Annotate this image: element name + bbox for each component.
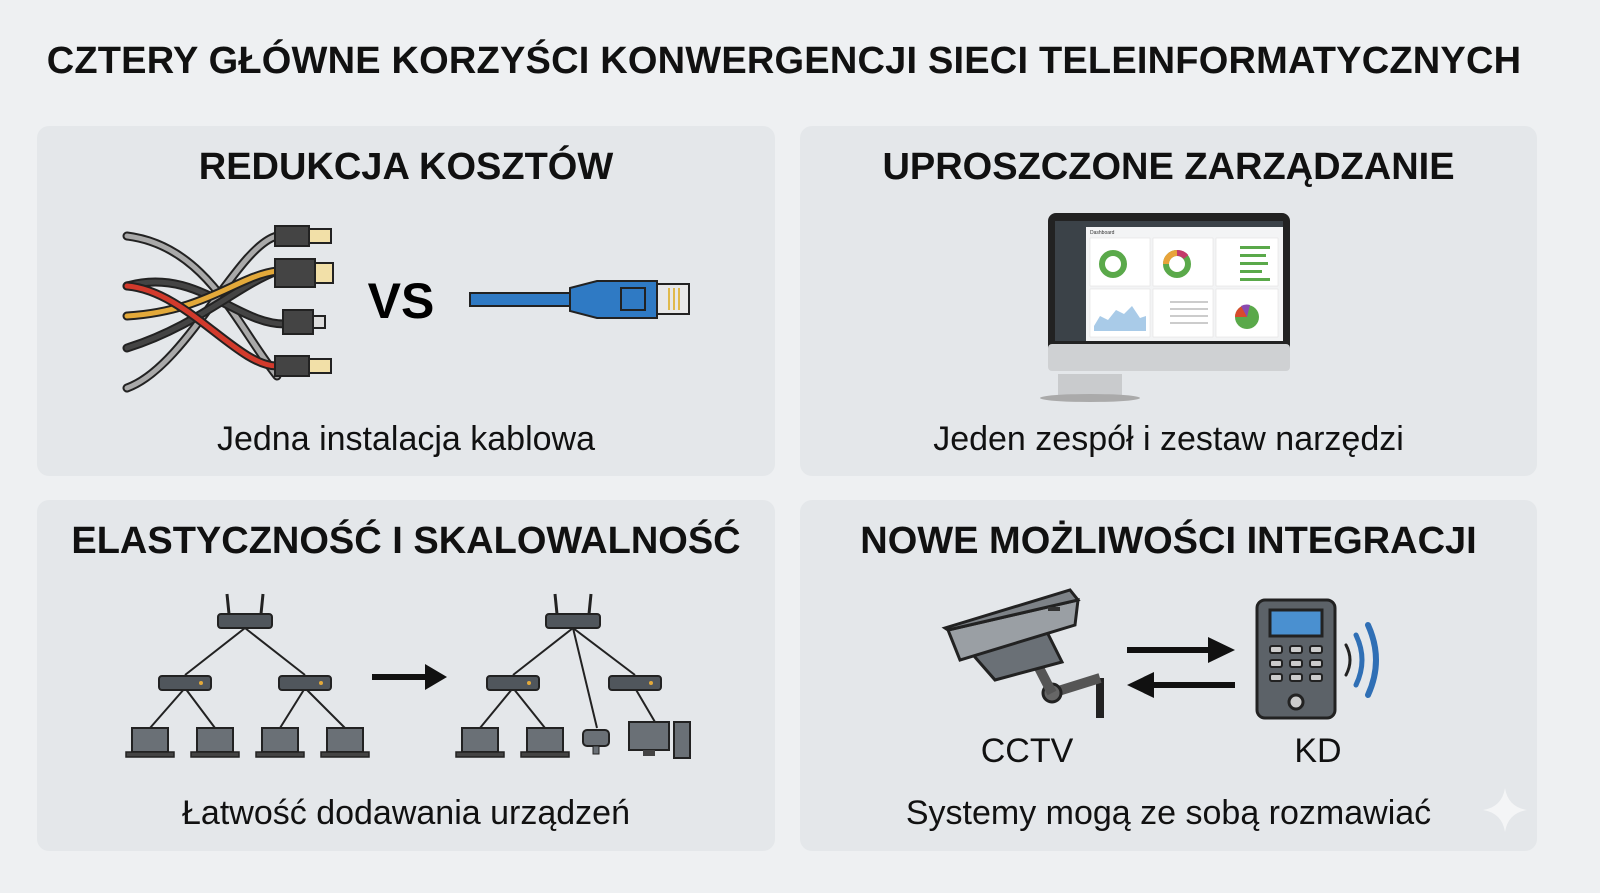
integration-illustration bbox=[941, 588, 1527, 832]
wireless-signal-icon bbox=[1344, 622, 1379, 698]
single-ethernet-cable-icon bbox=[469, 280, 690, 319]
arrow-right-icon bbox=[372, 664, 447, 690]
panel-heading: UPROSZCZONE ZARZĄDZANIE bbox=[882, 146, 1455, 188]
panel-integration: NOWE MOŻLIWOŚCI INTEGRACJI bbox=[800, 500, 1537, 851]
network-after-icon bbox=[455, 592, 691, 759]
panel-heading: ELASTYCZNOŚĆ I SKALOWALNOŚĆ bbox=[71, 520, 741, 562]
page-title: CZTERY GŁÓWNE KORZYŚCI KONWERGENCJI SIEC… bbox=[46, 40, 1522, 82]
kd-label: KD bbox=[1294, 732, 1342, 770]
tangled-cables-icon bbox=[122, 225, 334, 393]
cctv-camera-icon bbox=[941, 588, 1104, 718]
network-before-icon bbox=[125, 592, 370, 758]
panel-caption: Systemy mogą ze sobą rozmawiać bbox=[905, 794, 1432, 832]
panel-cost-reduction: REDUKCJA KOSZTÓW VS Jedna instalacja kab… bbox=[37, 126, 775, 476]
vs-label: VS bbox=[368, 273, 435, 329]
panel-heading: REDUKCJA KOSZTÓW bbox=[198, 146, 614, 188]
sparkle-icon bbox=[1483, 788, 1527, 832]
panel-caption: Jeden zespół i zestaw narzędzi bbox=[933, 420, 1404, 458]
dashboard-title: Dashboard bbox=[1090, 230, 1115, 236]
panel-caption: Łatwość dodawania urządzeń bbox=[182, 794, 630, 832]
donut-chart-icon bbox=[1099, 250, 1127, 278]
panel-simplified-management: UPROSZCZONE ZARZĄDZANIE Dashboard bbox=[800, 126, 1537, 476]
cctv-label: CCTV bbox=[980, 732, 1074, 770]
panel-flexibility-scalability: ELASTYCZNOŚĆ I SKALOWALNOŚĆ Łatwość doda… bbox=[37, 500, 775, 851]
bidirectional-arrows-icon bbox=[1127, 637, 1235, 698]
monitor-icon: Dashboard bbox=[1040, 213, 1290, 402]
cables-comparison-illustration: VS bbox=[122, 225, 690, 393]
panel-heading: NOWE MOŻLIWOŚCI INTEGRACJI bbox=[860, 520, 1477, 562]
monitor-dashboard-illustration: Dashboard bbox=[1040, 213, 1290, 402]
access-control-keypad-icon bbox=[1255, 598, 1337, 720]
panel-caption: Jedna instalacja kablowa bbox=[216, 420, 596, 458]
network-tree-illustration bbox=[125, 592, 691, 759]
